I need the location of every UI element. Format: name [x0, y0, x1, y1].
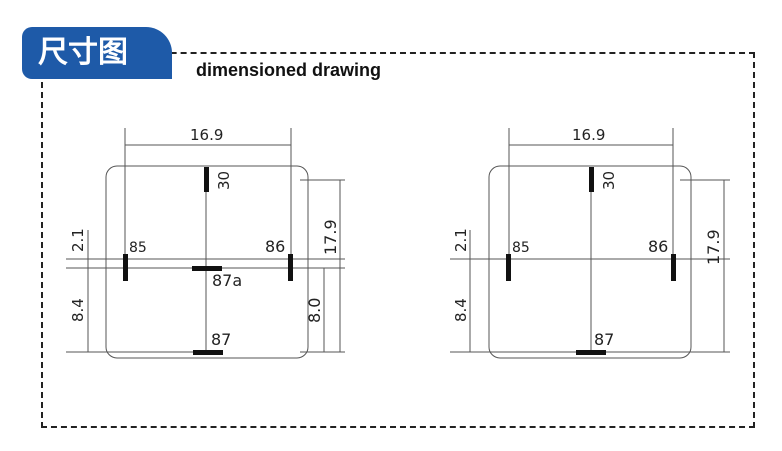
left-width-label: 16.9: [190, 126, 223, 144]
left-pin-87: [193, 350, 223, 355]
right-pin-87-label: 87: [594, 330, 614, 349]
left-labels: 16.9 30 85 86 87a 87 2.1 8.4 17.9 8.0: [69, 126, 340, 349]
left-right-lower-label: 8.0: [305, 298, 324, 323]
right-labels: 16.9 30 85 86 87 2.1 8.4 17.9: [452, 126, 723, 349]
left-relay-diagram: [66, 128, 345, 359]
left-pin-87a: [192, 266, 222, 271]
left-pin-30: [204, 167, 209, 192]
right-relay-diagram: [450, 128, 730, 359]
right-pin-86-label: 86: [648, 237, 668, 256]
left-pins: [123, 167, 293, 355]
drawing-frame: [41, 52, 755, 428]
left-pin-30-label: 30: [215, 171, 233, 190]
right-width-label: 16.9: [572, 126, 605, 144]
left-relay-outline: [105, 165, 309, 359]
left-pin-85: [123, 254, 128, 281]
right-height-label: 17.9: [704, 229, 723, 265]
left-top-offset-label: 2.1: [69, 228, 87, 252]
right-pins: [506, 167, 676, 355]
left-pin-85-label: 85: [129, 240, 147, 256]
right-pin-87: [576, 350, 606, 355]
left-pin-87a-label: 87a: [212, 271, 242, 290]
left-lower-label: 8.4: [69, 298, 87, 322]
right-relay-outline: [488, 165, 692, 359]
left-pin-86: [288, 254, 293, 281]
title-tab: 尺寸图: [22, 27, 172, 79]
left-pin-86-label: 86: [265, 237, 285, 256]
right-pin-30-label: 30: [600, 171, 618, 190]
left-pin-87-label: 87: [211, 330, 231, 349]
right-pin-30: [589, 167, 594, 192]
left-height-label: 17.9: [321, 219, 340, 255]
subtitle: dimensioned drawing: [192, 60, 386, 81]
right-pin-86: [671, 254, 676, 281]
right-lower-label: 8.4: [452, 298, 470, 322]
right-pin-85-label: 85: [512, 240, 530, 256]
right-top-offset-label: 2.1: [452, 228, 470, 252]
right-pin-85: [506, 254, 511, 281]
